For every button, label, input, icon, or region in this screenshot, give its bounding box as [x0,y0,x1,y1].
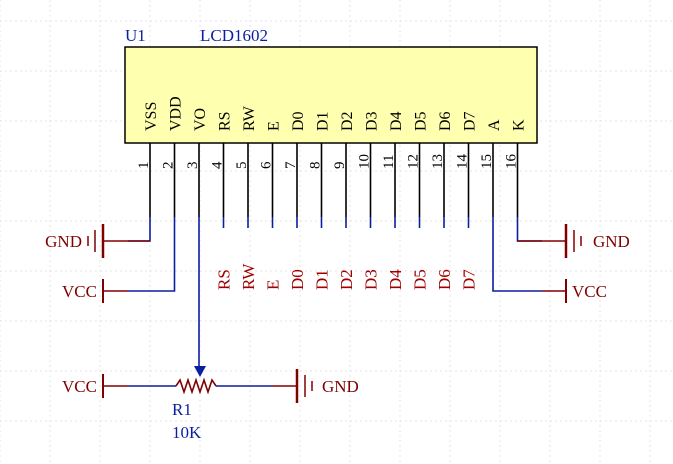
pin-number-label: 13 [430,154,446,169]
r1-designator: R1 [172,400,192,419]
lcd-pin-7[interactable]: D0 7 [283,111,307,217]
pin-name-label: D7 [462,111,479,131]
lcd-pin-1[interactable]: VSS 1 [136,102,160,217]
pin-number-label: 9 [332,162,348,170]
pin-number-label: 15 [479,154,495,169]
pin-number-label: 10 [357,154,373,169]
lcd-pin-14[interactable]: D7 14 [455,111,479,217]
pin-name-label: D6 [437,111,454,131]
wires [128,217,542,387]
lcd-pin-5[interactable]: RW 5 [234,105,258,217]
u1-designator: U1 [125,26,146,45]
lcd-pin-8[interactable]: D1 8 [308,111,332,217]
net-label-d5: D5 [411,269,430,290]
net-label-d7: D7 [460,269,479,290]
wire-vdd-vcc [128,217,176,292]
pin-name-label: VO [192,108,209,131]
pin-number-label: 4 [210,161,226,169]
pin-name-label: VSS [143,102,160,131]
lcd-pin-10[interactable]: D3 10 [357,111,381,217]
net-label-d6: D6 [435,269,454,290]
pin-name-label: K [511,119,528,131]
pin-number-label: 3 [185,162,201,170]
net-label-d4: D4 [386,269,405,290]
vcc-pot-label: VCC [62,377,97,396]
pin-name-label: D1 [315,111,332,131]
pin-name-label: A [486,119,503,131]
pin-name-label: RW [241,105,258,131]
pin-number-label: 12 [406,154,422,169]
pin-number-label: 2 [161,162,177,170]
lcd-pin-3[interactable]: VO 3 [185,108,209,217]
gnd-pot-symbol: GND [272,369,359,403]
pin-name-label: E [266,121,283,131]
wiper-arrow-icon [194,366,206,377]
net-label-d3: D3 [362,269,381,290]
pin-number-label: 8 [308,162,324,170]
lcd-pins: VSS1VDD2VO3RS4RW5E6D07D18D29D310D411D512… [136,96,528,217]
r1-value: 10K [172,423,202,442]
pin-number-label: 14 [455,154,471,170]
pin-number-label: 6 [259,161,275,169]
vcc-left-symbol: VCC [62,279,128,303]
vcc-right-symbol: VCC [542,279,607,303]
net-label-e: E [264,280,283,290]
gnd-right-label: GND [593,232,630,251]
potentiometer-r1[interactable]: R1 10K [172,366,217,442]
power-symbols: GND GND VCC VCC VCC [45,224,630,403]
pin-name-label: D5 [413,111,430,131]
vcc-right-label: VCC [572,282,607,301]
lcd-part-name: LCD1602 [200,26,268,45]
lcd-pin-11[interactable]: D4 11 [381,111,405,217]
pin-name-label: D3 [364,111,381,131]
lcd-pin-16[interactable]: K 16 [504,119,528,217]
pin-number-label: 11 [381,155,397,169]
lcd-pin-4[interactable]: RS 4 [210,111,234,217]
net-label-rw: RW [239,263,258,290]
pin-name-label: D2 [339,111,356,131]
pin-name-label: RS [217,111,234,131]
gnd-left-label: GND [45,232,82,251]
gnd-left-symbol: GND [45,224,150,258]
pin-name-label: D0 [290,111,307,131]
pin-number-label: 16 [504,154,520,170]
pin-number-label: 1 [136,162,152,170]
wire-a-vcc [492,217,542,292]
net-label-rs: RS [215,269,234,290]
lcd-pin-13[interactable]: D6 13 [430,111,454,217]
lcd-pin-15[interactable]: A 15 [479,119,503,217]
gnd-pot-label: GND [322,377,359,396]
lcd-pin-12[interactable]: D5 12 [406,111,430,217]
pin-number-label: 5 [234,162,250,170]
pin-name-label: VDD [168,96,185,131]
net-label-d1: D1 [313,269,332,290]
pin-name-label: D4 [388,111,405,131]
net-label-d2: D2 [337,269,356,290]
lcd-pin-2[interactable]: VDD 2 [161,96,185,217]
vcc-left-label: VCC [62,282,97,301]
lcd-pin-6[interactable]: E6 [259,121,283,217]
lcd-pin-9[interactable]: D2 9 [332,111,356,217]
net-label-d0: D0 [288,269,307,290]
gnd-right-symbol: GND [517,224,630,258]
pin-number-label: 7 [283,161,299,169]
vcc-pot-symbol: VCC [62,374,128,398]
lcd1602-body[interactable] [124,46,538,144]
